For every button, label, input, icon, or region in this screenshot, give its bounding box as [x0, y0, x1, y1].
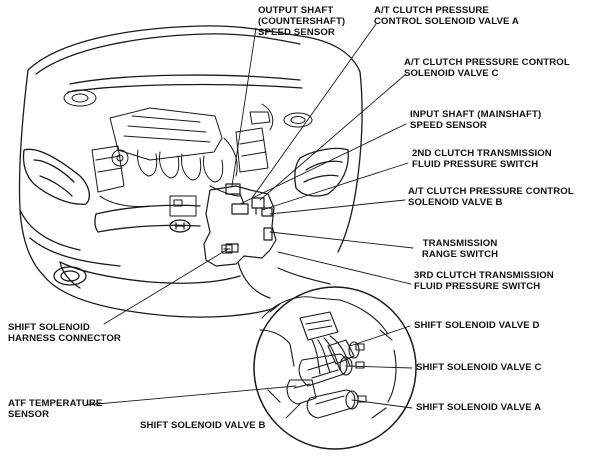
label-3rd-clutch-pressure-switch: 3RD CLUTCH TRANSMISSION FLUID PRESSURE S… [414, 270, 554, 292]
label-line: SHIFT SOLENOID VALVE C [416, 362, 542, 373]
engine-components [63, 89, 313, 217]
label-line: SPEED SENSOR [410, 120, 487, 131]
label-shift-solenoid-harness-connector: SHIFT SOLENOID HARNESS CONNECTOR [8, 322, 121, 344]
label-transmission-range-switch: TRANSMISSION RANGE SWITCH [414, 238, 506, 260]
label-clutch-pressure-valve-a: A/T CLUTCH PRESSURE CONTROL SOLENOID VAL… [374, 5, 519, 27]
label-input-shaft-speed-sensor: INPUT SHAFT (MAINSHAFT) SPEED SENSOR [410, 109, 541, 131]
label-line: SOLENOID VALVE B [408, 197, 503, 208]
label-line: (COUNTERSHAFT) [258, 16, 346, 27]
label-line: SPEED SENSOR [258, 27, 335, 38]
label-line: ATF TEMPERATURE [8, 398, 103, 409]
label-line: A/T CLUTCH PRESSURE CONTROL [408, 186, 574, 197]
label-line: SENSOR [8, 409, 50, 420]
label-line: OUTPUT SHAFT [258, 5, 334, 16]
label-output-shaft-speed-sensor: OUTPUT SHAFT (COUNTERSHAFT) SPEED SENSOR [258, 5, 345, 38]
label-line: 2ND CLUTCH TRANSMISSION [412, 148, 552, 159]
label-clutch-pressure-valve-b: A/T CLUTCH PRESSURE CONTROL SOLENOID VAL… [408, 186, 574, 208]
leader-lines [85, 23, 414, 419]
label-line: INPUT SHAFT (MAINSHAFT) [410, 109, 542, 120]
label-shift-solenoid-valve-d: SHIFT SOLENOID VALVE D [414, 320, 540, 331]
label-2nd-clutch-pressure-switch: 2ND CLUTCH TRANSMISSION FLUID PRESSURE S… [412, 148, 552, 170]
car-body [18, 25, 363, 318]
label-line: SHIFT SOLENOID VALVE B [140, 420, 266, 431]
detail-magnifier [237, 261, 417, 450]
label-line: SHIFT SOLENOID [8, 322, 90, 333]
label-line: SOLENOID VALVE C [404, 68, 499, 79]
label-line: RANGE SWITCH [421, 249, 499, 260]
label-line: FLUID PRESSURE SWITCH [412, 159, 539, 170]
label-line: A/T CLUTCH PRESSURE CONTROL [404, 57, 570, 68]
label-line: A/T CLUTCH PRESSURE [374, 5, 489, 16]
label-shift-solenoid-valve-b: SHIFT SOLENOID VALVE B [140, 420, 266, 431]
label-line: SHIFT SOLENOID VALVE A [416, 402, 542, 413]
solenoid-detail [259, 296, 397, 419]
label-atf-temperature-sensor: ATF TEMPERATURE SENSOR [8, 398, 102, 420]
label-line: FLUID PRESSURE SWITCH [414, 281, 541, 292]
label-line: TRANSMISSION [422, 238, 498, 249]
label-shift-solenoid-valve-a: SHIFT SOLENOID VALVE A [416, 402, 541, 413]
label-shift-solenoid-valve-c: SHIFT SOLENOID VALVE C [416, 362, 542, 373]
label-line: SHIFT SOLENOID VALVE D [414, 320, 540, 331]
label-clutch-pressure-valve-c: A/T CLUTCH PRESSURE CONTROL SOLENOID VAL… [404, 57, 570, 79]
label-line: 3RD CLUTCH TRANSMISSION [414, 270, 554, 281]
label-line: CONTROL SOLENOID VALVE A [374, 16, 519, 27]
harness-connector-part [221, 244, 233, 254]
label-line: HARNESS CONNECTOR [8, 333, 121, 344]
